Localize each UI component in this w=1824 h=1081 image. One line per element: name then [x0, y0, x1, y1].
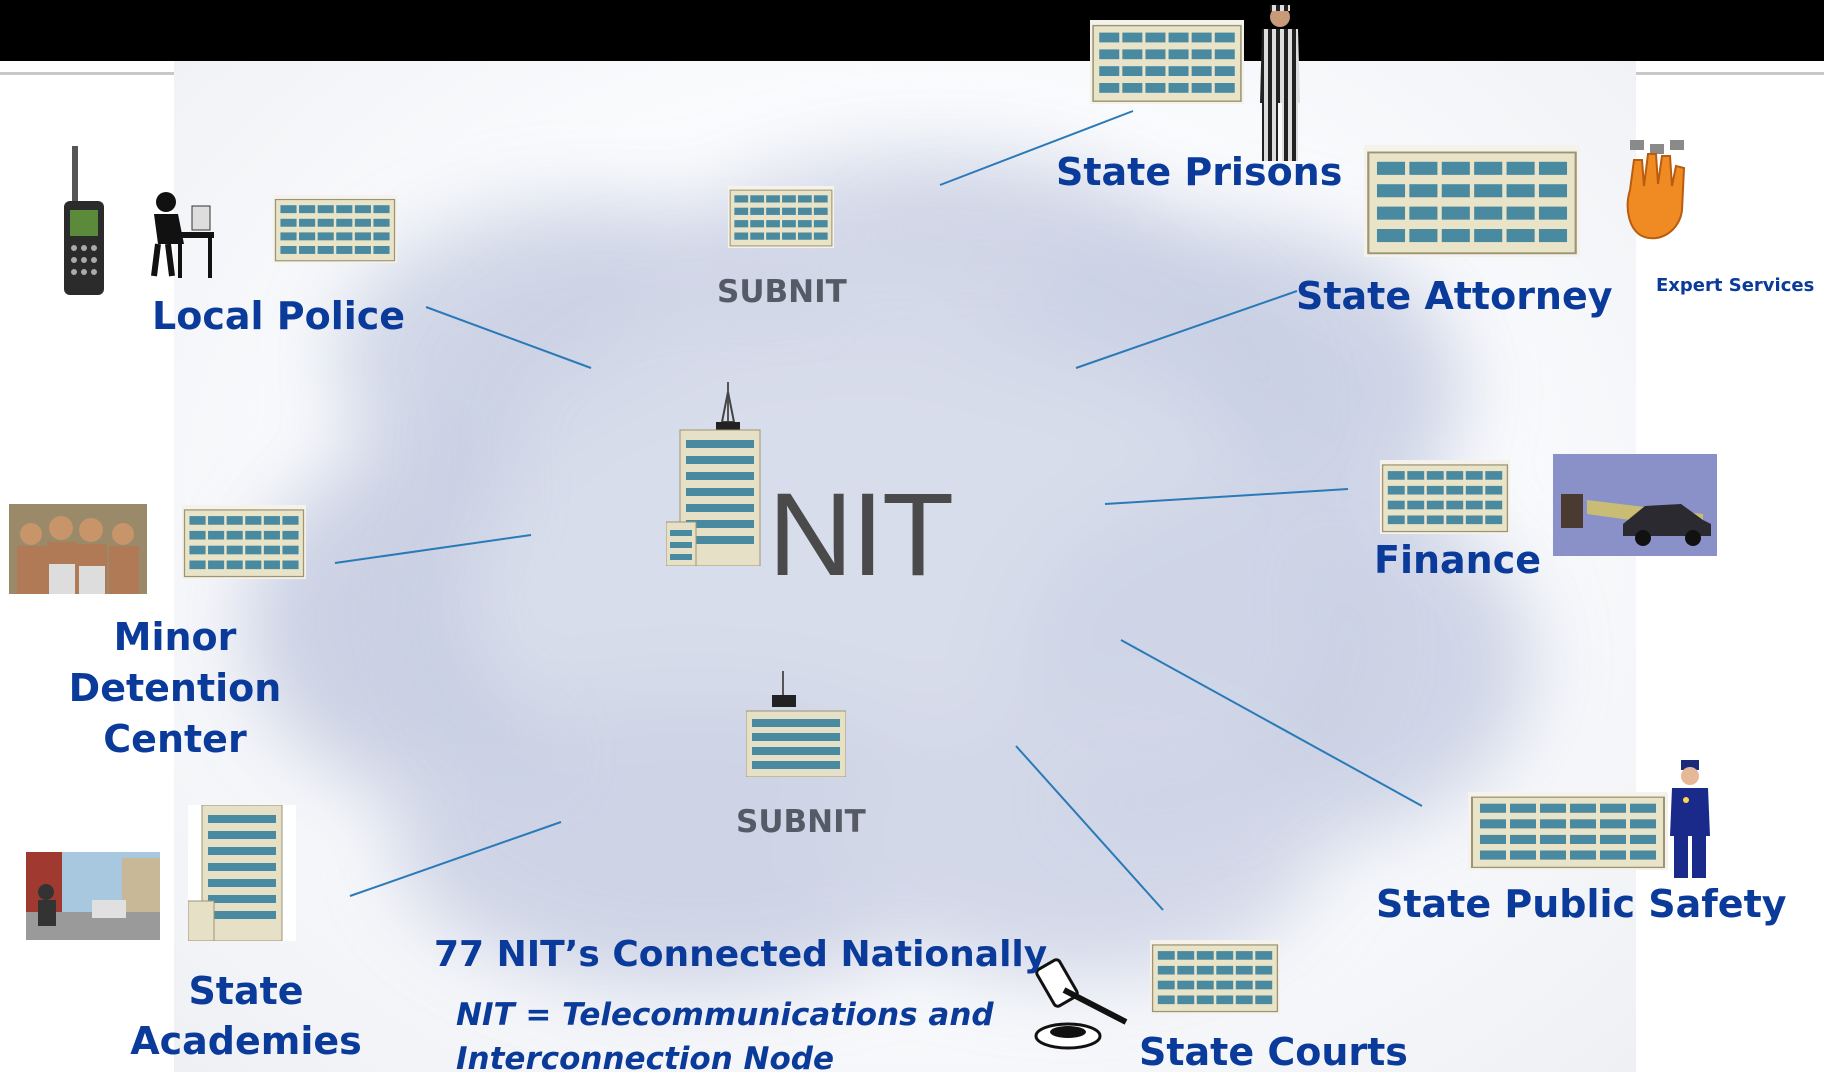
state-public-safety-label: State Public Safety	[1376, 882, 1787, 926]
line-finance	[1104, 488, 1349, 505]
building-icon	[728, 186, 834, 248]
nit-definition-line1: NIT = Telecommunications and	[456, 997, 994, 1033]
local-police-label: Local Police	[152, 294, 406, 338]
subnit-top-label: SUBNIT	[717, 274, 847, 310]
expert-services-label: Expert Services	[1656, 275, 1815, 296]
nit-definition-line2: Interconnection Node	[456, 1041, 835, 1077]
line-minor-detention	[334, 534, 532, 564]
state-academies-label: State Academies	[126, 966, 366, 1066]
state-prisons-label: State Prisons	[1056, 150, 1343, 194]
building-icon	[273, 195, 397, 263]
line-public-safety	[1120, 639, 1423, 807]
tower-building-icon	[666, 382, 761, 566]
gang-photo-icon	[9, 504, 147, 594]
line-state-courts	[1015, 745, 1164, 911]
building-icon	[1150, 940, 1280, 1014]
header-bar	[0, 0, 1824, 61]
surveillance-car-icon	[1553, 454, 1717, 556]
line-local-police	[425, 306, 592, 369]
finance-label: Finance	[1374, 538, 1542, 582]
state-attorney-label: State Attorney	[1296, 274, 1613, 318]
subnit-bottom-label: SUBNIT	[736, 804, 866, 840]
line-state-academies	[349, 821, 562, 897]
minor-detention-line2: Detention	[68, 666, 282, 710]
computer-user-icon	[151, 192, 214, 278]
radio-icon	[64, 146, 104, 295]
state-courts-label: State Courts	[1139, 1030, 1408, 1074]
tower-building-icon	[746, 671, 846, 777]
state-academies-line2: Academies	[130, 1019, 362, 1063]
cloud-backdrop	[244, 151, 1534, 991]
street-scene-icon	[26, 852, 160, 940]
building-icon	[188, 805, 296, 941]
hand-stop-icon	[1626, 140, 1686, 240]
line-state-attorney	[1075, 290, 1298, 369]
minor-detention-line3: Center	[103, 717, 247, 761]
prisoner-icon	[1260, 5, 1300, 161]
gavel-icon	[1034, 958, 1128, 1050]
connected-note: 77 NIT’s Connected Nationally	[434, 934, 1048, 975]
building-icon	[1468, 792, 1668, 870]
building-icon	[1380, 460, 1510, 534]
minor-detention-label: Minor Detention Center	[60, 612, 290, 765]
nit-definition: NIT = Telecommunications and Interconnec…	[456, 993, 994, 1081]
building-icon	[182, 505, 306, 579]
state-academies-line1: State	[188, 969, 304, 1013]
building-icon	[1364, 145, 1580, 257]
nit-label: NIT	[768, 469, 954, 601]
building-icon	[1090, 20, 1244, 104]
police-officer-icon	[1670, 760, 1710, 878]
line-state-prisons	[939, 110, 1134, 186]
minor-detention-line1: Minor	[113, 615, 237, 659]
